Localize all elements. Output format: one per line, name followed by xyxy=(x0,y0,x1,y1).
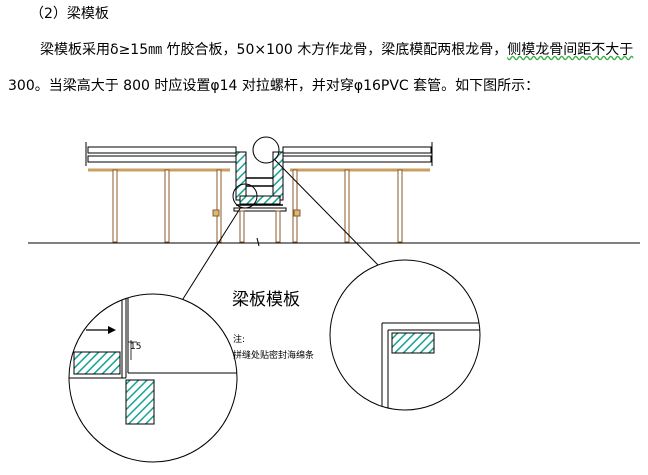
figure-title: 梁板模板 xyxy=(232,290,300,310)
detail-marker-top xyxy=(252,136,280,164)
left-slab xyxy=(85,142,237,243)
paragraph-line-1-text: 梁模板采用δ≥15㎜ 竹胶合板，50×100 木方作龙骨，梁底模配两根龙骨， xyxy=(40,42,508,58)
paragraph-line-1: 梁模板采用δ≥15㎜ 竹胶合板，50×100 木方作龙骨，梁底模配两根龙骨，侧模… xyxy=(40,40,633,60)
paragraph-line-1-underlined: 侧模龙骨间距不大于 xyxy=(507,42,634,58)
leader-line-right xyxy=(274,159,380,267)
detail-marker-bottom xyxy=(232,183,258,209)
detail-left xyxy=(68,293,238,463)
detail-right xyxy=(329,259,481,411)
note-label: 注: xyxy=(233,333,245,345)
section-heading: （2）梁模板 xyxy=(30,6,109,22)
dimension-label: 15 xyxy=(130,342,141,352)
beam-formwork xyxy=(233,151,287,247)
right-slab xyxy=(282,142,433,243)
leader-line-left xyxy=(175,206,242,311)
paragraph-line-2: 300。当梁高大于 800 时应设置φ14 对拉螺杆，并对穿φ16PVC 套管。… xyxy=(8,78,540,94)
arrow-head xyxy=(108,326,116,334)
note-text: 拼缝处贴密封海绵条 xyxy=(233,349,314,361)
